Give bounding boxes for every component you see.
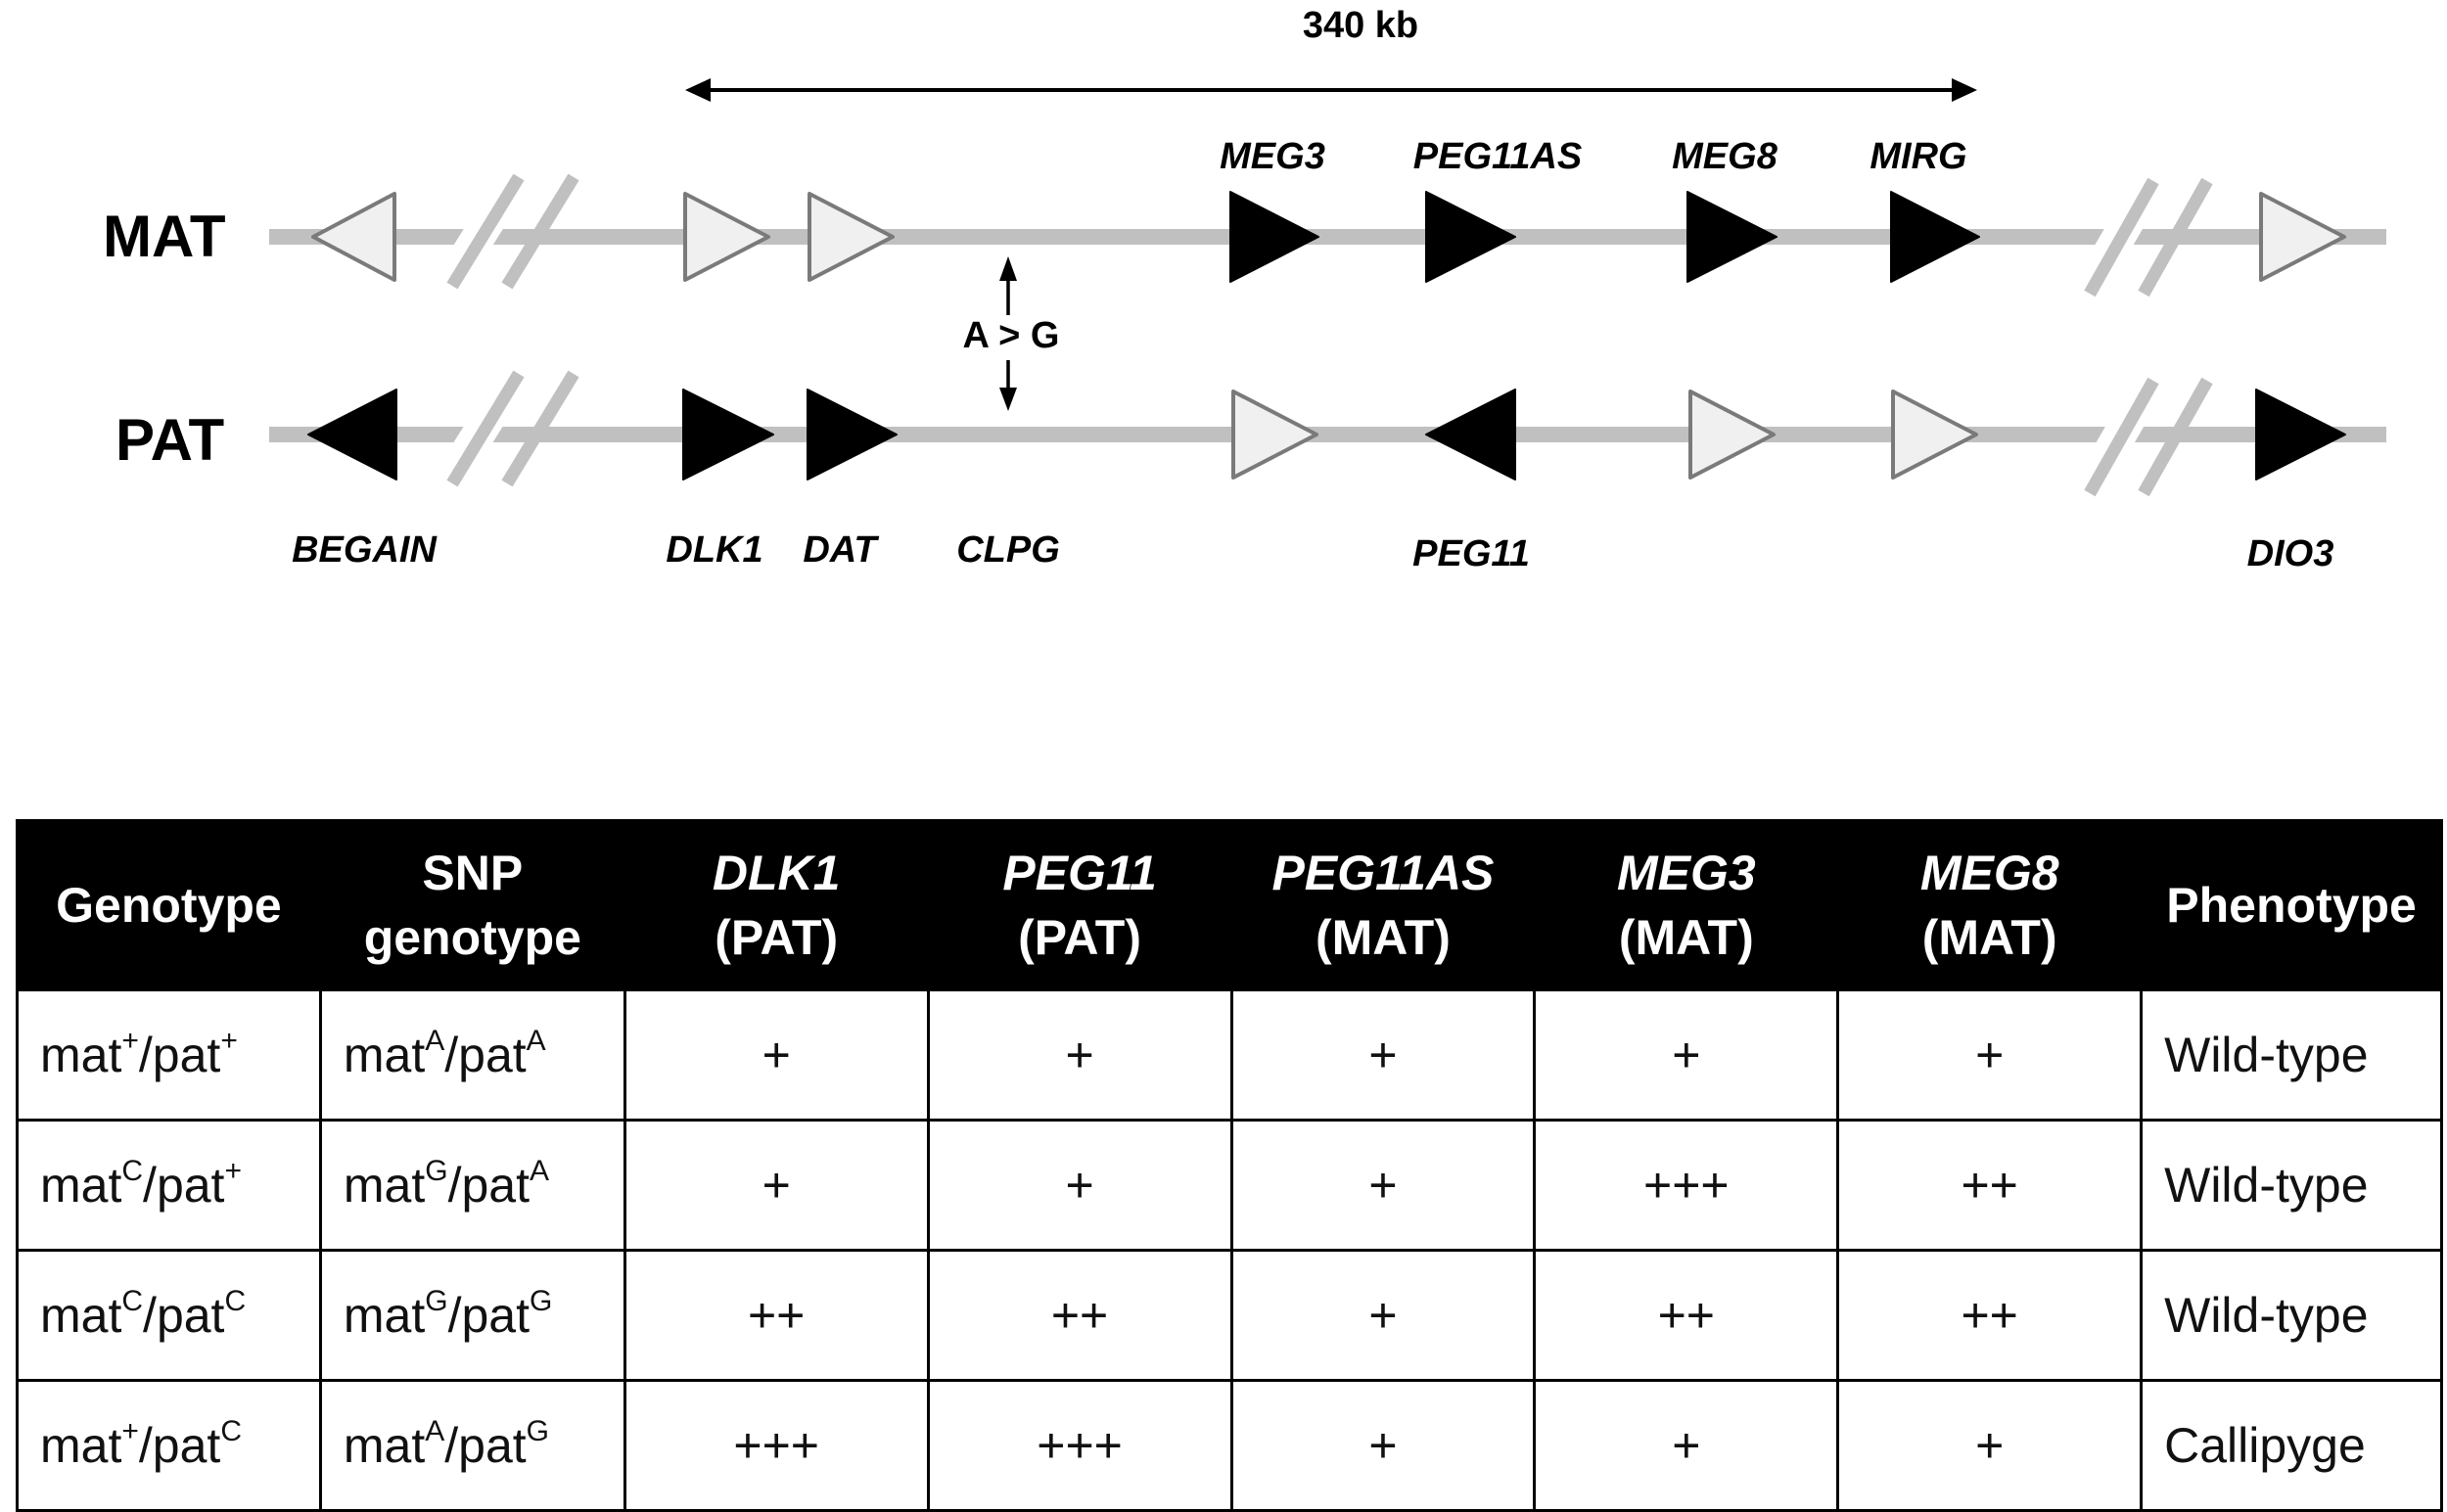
peg11as-cell: +	[1229, 1249, 1537, 1382]
pat-gene-dio3	[2255, 389, 2346, 481]
mat-break-right	[2070, 168, 2213, 304]
header-peg11as: PEG11AS(MAT)	[1229, 819, 1537, 991]
header-dlk1: DLK1(PAT)	[623, 819, 930, 991]
strand-label-pat: PAT	[115, 407, 224, 473]
mat-gene-meg3	[1229, 191, 1319, 283]
snp-marker: A > G	[963, 256, 1060, 411]
scale-bar: 340 kb	[685, 5, 1977, 102]
gene-label-dlk1: DLK1	[666, 529, 762, 571]
strand-label-mat: MAT	[103, 204, 226, 269]
peg11-cell: +++	[926, 1379, 1233, 1512]
table-row: matC/patC matG/patG ++ ++ + ++ ++ Wild-t…	[16, 1249, 2443, 1382]
pat-strand	[269, 365, 2386, 504]
genotype-cell: matC/patC	[16, 1249, 322, 1382]
peg11as-cell: +	[1229, 1119, 1537, 1252]
mat-gene-begain	[311, 192, 396, 282]
gene-label-meg8: MEG8	[1672, 136, 1778, 177]
meg3-cell: +++	[1533, 1119, 1840, 1252]
snp-genotype-cell: matA/patA	[318, 988, 626, 1122]
mat-gene-dio3	[2259, 192, 2346, 282]
mat-gene-dlk1	[683, 192, 770, 282]
peg11-cell: +	[926, 988, 1233, 1122]
mat-gene-mirg	[1890, 191, 1980, 283]
meg8-cell: ++	[1836, 1249, 2144, 1382]
pat-break-right	[2070, 368, 2213, 504]
peg11-cell: +	[926, 1119, 1233, 1252]
gene-label-dat: DAT	[803, 529, 879, 571]
phenotype-cell: Wild-type	[2140, 988, 2443, 1122]
pat-gene-mirg	[1891, 389, 1978, 480]
dlk1-cell: ++	[623, 1249, 930, 1382]
header-genotype: Genotype	[16, 819, 322, 991]
gene-label-clpg: CLPG	[956, 529, 1060, 571]
peg11as-cell: +	[1229, 988, 1537, 1122]
genotype-cell: mat+/patC	[16, 1379, 322, 1512]
table-row: mat+/pat+ matA/patA + + + + + Wild-type	[16, 988, 2443, 1122]
phenotype-cell: Wild-type	[2140, 1249, 2443, 1382]
pat-gene-meg3	[1231, 389, 1318, 480]
meg3-cell: ++	[1533, 1249, 1840, 1382]
dlk1-cell: +	[623, 1119, 930, 1252]
pat-break-left	[431, 365, 579, 496]
snp-genotype-cell: matG/patG	[318, 1249, 626, 1382]
dlk1-cell: +	[623, 988, 930, 1122]
peg11-cell: ++	[926, 1249, 1233, 1382]
mat-break-left	[431, 167, 579, 299]
gene-label-peg11as: PEG11AS	[1413, 136, 1582, 177]
genotype-cell: mat+/pat+	[16, 988, 322, 1122]
gene-label-dio3: DIO3	[2247, 533, 2334, 574]
gene-label-peg11: PEG11	[1412, 533, 1530, 574]
scale-label: 340 kb	[1303, 5, 1418, 46]
mat-gene-meg8	[1686, 191, 1778, 283]
snp-label: A > G	[963, 315, 1060, 356]
gene-label-begain: BEGAIN	[292, 529, 438, 571]
mat-strand	[269, 167, 2386, 304]
table-row: matC/pat+ matG/patA + + + +++ ++ Wild-ty…	[16, 1119, 2443, 1252]
meg3-cell: +	[1533, 1379, 1840, 1512]
phenotype-cell: Callipyge	[2140, 1379, 2443, 1512]
pat-gene-begain	[307, 389, 397, 481]
mat-gene-peg11as	[1425, 191, 1516, 283]
header-meg3: MEG3(MAT)	[1533, 819, 1840, 991]
meg8-cell: +	[1836, 1379, 2144, 1512]
meg8-cell: ++	[1836, 1119, 2144, 1252]
pat-gene-dat	[807, 389, 898, 481]
snp-genotype-cell: matG/patA	[318, 1119, 626, 1252]
pat-gene-peg11	[1425, 389, 1516, 481]
header-meg8: MEG8(MAT)	[1836, 819, 2144, 991]
header-peg11: PEG11(PAT)	[926, 819, 1233, 991]
meg8-cell: +	[1836, 988, 2144, 1122]
genotype-cell: matC/pat+	[16, 1119, 322, 1252]
meg3-cell: +	[1533, 988, 1840, 1122]
gene-label-mirg: MIRG	[1870, 136, 1966, 177]
locus-diagram: 340 kb MAT PAT	[103, 5, 2386, 574]
mat-gene-dat	[808, 192, 895, 282]
phenotype-cell: Wild-type	[2140, 1119, 2443, 1252]
pat-gene-dlk1	[682, 389, 774, 481]
table-row: mat+/patC matA/patG +++ +++ + + + Callip…	[16, 1379, 2443, 1512]
pat-gene-meg8	[1688, 389, 1776, 480]
header-phenotype: Phenotype	[2140, 819, 2443, 991]
snp-genotype-cell: matA/patG	[318, 1379, 626, 1512]
dlk1-cell: +++	[623, 1379, 930, 1512]
peg11as-cell: +	[1229, 1379, 1537, 1512]
gene-label-meg3: MEG3	[1220, 136, 1325, 177]
